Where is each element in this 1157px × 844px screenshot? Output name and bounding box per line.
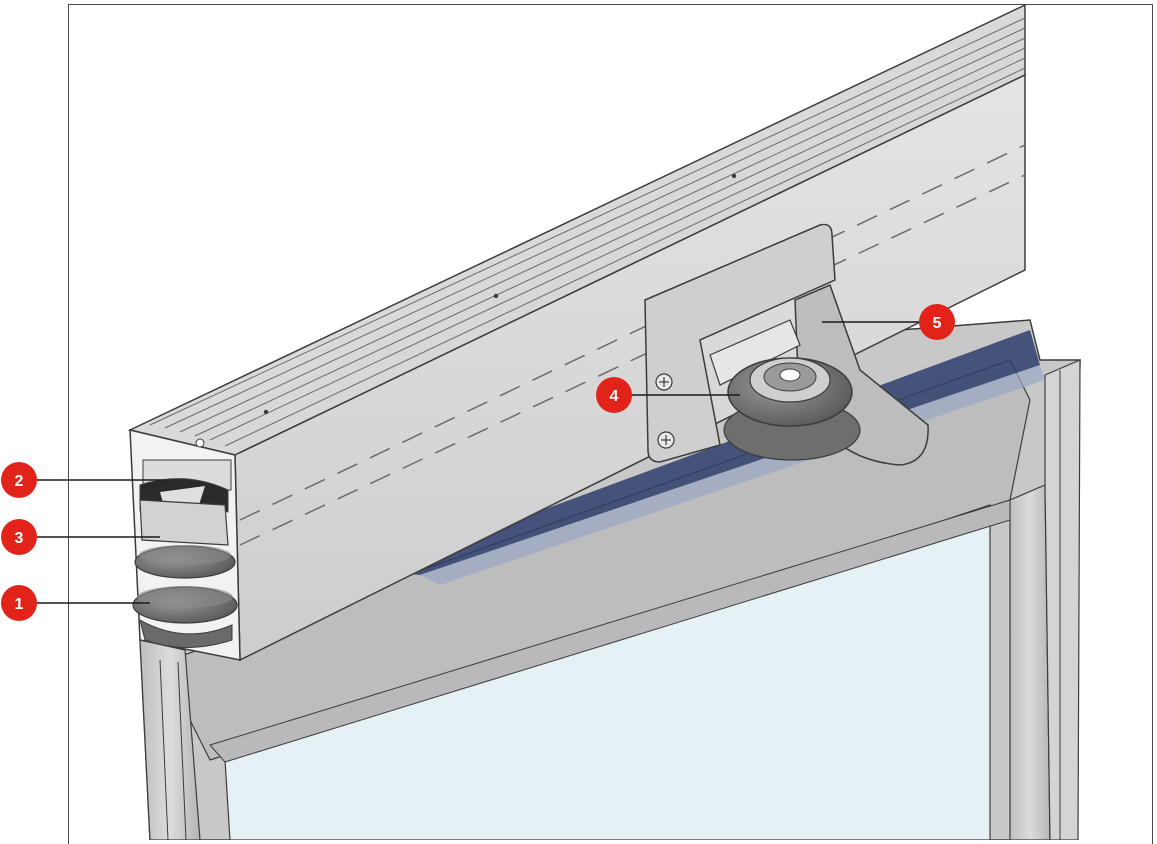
callout-1: 1 — [1, 585, 37, 621]
door-sash — [139, 319, 1081, 840]
callout-4: 4 — [596, 377, 632, 413]
callout-3: 3 — [1, 519, 37, 555]
left-roller-assembly — [132, 478, 238, 648]
callout-2-number: 2 — [15, 473, 24, 490]
callout-5-number: 5 — [933, 315, 942, 332]
sash-right-stile — [1009, 484, 1051, 840]
sash-right-edge — [1044, 359, 1081, 840]
callout-4-number: 4 — [610, 388, 619, 405]
carriage-plate — [644, 223, 836, 463]
leader-lines — [36, 321, 920, 604]
figure-border — [68, 4, 1153, 844]
callout-3-number: 3 — [15, 530, 24, 547]
callout-5: 5 — [919, 304, 955, 340]
carriage-assembly — [644, 223, 929, 466]
callout-2: 2 — [1, 462, 37, 498]
glass-bead — [209, 499, 1011, 763]
callout-1-number: 1 — [15, 596, 24, 613]
